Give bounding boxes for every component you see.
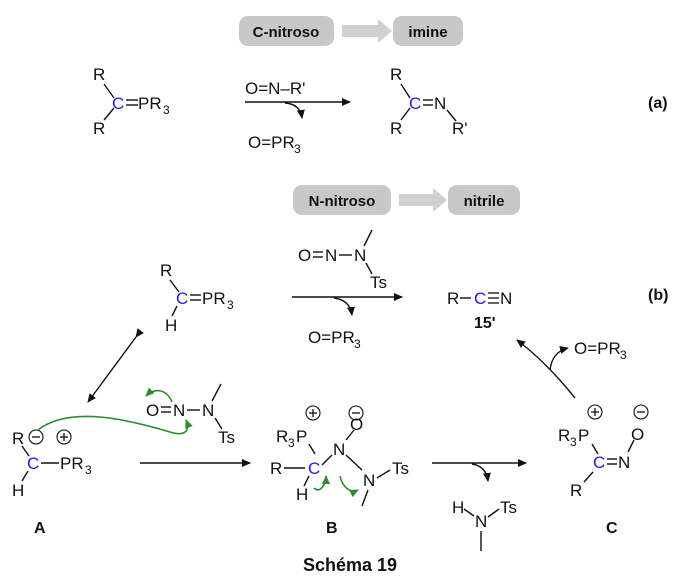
nitrile-product: R C N 15' (447, 289, 512, 332)
byproduct-opr3: O=PR (574, 339, 621, 358)
atom-r: R (447, 289, 459, 308)
reaction-arrow-b: O=PR 3 (292, 293, 403, 351)
curly-arrow-elimination (339, 475, 359, 498)
atom-r: R (558, 426, 570, 445)
reaction-arrow-c-to-nitrile: O=PR 3 (516, 339, 627, 399)
compound-label-15: 15' (474, 315, 496, 332)
subscript-3: 3 (354, 337, 361, 351)
atom-n: N (618, 453, 630, 472)
atom-h: H (12, 481, 24, 500)
atom-c-blue: C (27, 454, 39, 473)
compound-label-b: B (326, 520, 338, 537)
atom-p: P (296, 427, 307, 446)
compound-label-c: C (606, 520, 618, 537)
atom-r: R (93, 65, 105, 84)
atom-pr3: PR (138, 94, 162, 113)
pill-c-nitroso: C-nitroso (239, 16, 334, 46)
subscript-3: 3 (294, 142, 301, 156)
atom-c-blue: C (112, 94, 124, 113)
pill-n-nitroso-label: N-nitroso (309, 193, 376, 210)
pill-imine: imine (393, 16, 463, 46)
atom-r: R (270, 459, 282, 478)
n-nitroso-reagent-top: O N N Ts (298, 229, 387, 292)
subscript-3: 3 (288, 436, 295, 450)
atom-o: O (631, 425, 644, 444)
atom-n: N (202, 401, 214, 420)
ylide-reactant-b: R C PR 3 H (160, 261, 234, 335)
atom-c-blue: C (308, 459, 320, 478)
subscript-3: 3 (163, 103, 170, 117)
reaction-arrow-b-to-c (432, 459, 527, 482)
pill-nitrile-label: nitrile (464, 193, 505, 210)
part-label-b: (b) (648, 287, 668, 304)
byproduct-opr3: O=PR (248, 133, 295, 152)
atom-r: R (390, 65, 402, 84)
atom-h: H (165, 316, 177, 335)
subscript-3: 3 (227, 298, 234, 312)
compound-b: R 3 P R C N O N Ts H B (270, 405, 409, 537)
amine-h: H (452, 498, 464, 517)
atom-ts: Ts (392, 459, 409, 478)
atom-o: O (298, 246, 311, 265)
pill-nitrile: nitrile (448, 185, 520, 215)
curly-arrow-no-bond (145, 387, 173, 403)
atom-ts: Ts (370, 273, 387, 292)
atom-pr3: PR (202, 289, 226, 308)
subscript-3: 3 (570, 435, 577, 449)
part-label-a: (a) (648, 95, 668, 112)
atom-c-blue: C (593, 453, 605, 472)
atom-r: R (93, 119, 105, 138)
subscript-3: 3 (620, 348, 627, 362)
atom-r: R (160, 261, 172, 280)
curly-arrow-nucleophilic (37, 415, 193, 435)
pill-arrow-b (399, 188, 447, 212)
atom-pr3: PR (60, 454, 84, 473)
n-nitroso-reagent-mid: O N N Ts (146, 383, 235, 447)
atom-o: O (146, 401, 159, 420)
atom-ts: Ts (218, 428, 235, 447)
atom-n: N (363, 471, 375, 490)
atom-r: R (12, 429, 24, 448)
atom-n: N (500, 289, 512, 308)
byproduct-opr3: O=PR (308, 328, 355, 347)
atom-c-blue: C (409, 94, 421, 113)
atom-n: N (333, 440, 345, 459)
atom-r: R (570, 481, 582, 500)
pill-c-nitroso-label: C-nitroso (253, 24, 320, 41)
atom-c-blue: C (474, 289, 486, 308)
pill-arrow-a (342, 19, 392, 43)
atom-n: N (354, 246, 366, 265)
atom-r-prime: R' (452, 119, 468, 138)
compound-label-a: A (34, 520, 46, 537)
atom-r: R (390, 119, 402, 138)
reagent-onr: O=N–R' (245, 79, 305, 98)
atom-h: H (296, 485, 308, 504)
resonance-arrow (87, 328, 144, 403)
reaction-arrow-a: O=N–R' O=PR 3 (245, 79, 351, 156)
subscript-3: 3 (85, 463, 92, 477)
atom-p: P (578, 426, 589, 445)
atom-c-blue: C (176, 289, 188, 308)
atom-n: N (325, 246, 337, 265)
pill-imine-label: imine (408, 24, 447, 41)
amine-ts: Ts (500, 498, 517, 517)
pill-n-nitroso: N-nitroso (293, 185, 391, 215)
atom-o: O (350, 415, 363, 434)
compound-a: R C PR 3 H A (12, 429, 92, 537)
atom-n: N (434, 94, 446, 113)
compound-c: R 3 P C N O R C (558, 404, 649, 537)
atom-n: N (173, 401, 185, 420)
eliminated-amine: H N Ts (452, 498, 517, 551)
curly-arrow-ch (313, 475, 330, 491)
scheme-caption: Schéma 19 (303, 555, 397, 575)
imine-product-a: R R C N R' (390, 65, 468, 138)
amine-n: N (475, 512, 487, 531)
atom-r: R (276, 427, 288, 446)
ylide-reactant-a: R R C PR 3 (93, 65, 170, 138)
